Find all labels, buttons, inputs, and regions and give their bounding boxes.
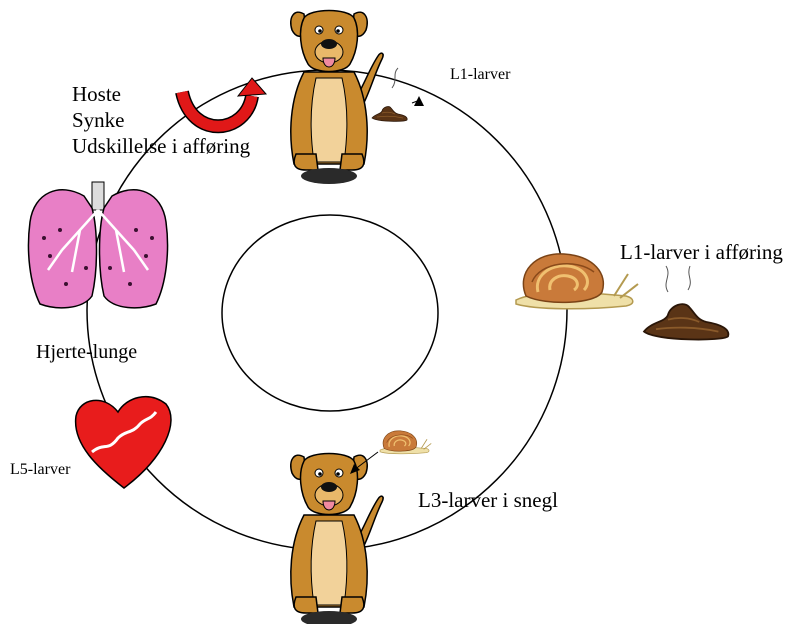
- label-hoste: Hoste: [72, 82, 121, 106]
- steam-line: [391, 67, 399, 89]
- label-l3-larver-i-snegl: L3-larver i snegl: [418, 488, 558, 512]
- label-synke: Synke: [72, 108, 125, 132]
- steam-line: [665, 265, 691, 293]
- heart-icon: [74, 395, 172, 489]
- label-l5-larver: L5-larver: [10, 461, 71, 478]
- snail-arrowhead: [350, 464, 360, 474]
- inner-circle: [221, 214, 439, 412]
- dog-icon: [289, 452, 384, 624]
- dog-icon: [289, 9, 384, 185]
- label-hjerte-lunge: Hjerte-lunge: [36, 341, 138, 363]
- curved-arrow-icon: [175, 77, 268, 134]
- label-l1-larver: L1-larver: [450, 66, 511, 83]
- label-udskillelse: Udskillelse i afføring: [72, 134, 251, 158]
- snail-icon: [379, 430, 432, 455]
- l1-arrowhead: [414, 96, 424, 106]
- snail-pointer: [353, 451, 379, 471]
- faeces-icon: [371, 106, 408, 122]
- lungs-icon: [27, 181, 169, 309]
- label-l1-larver-i-afforing: L1-larver i afføring: [620, 240, 783, 264]
- faeces-icon: [643, 303, 730, 341]
